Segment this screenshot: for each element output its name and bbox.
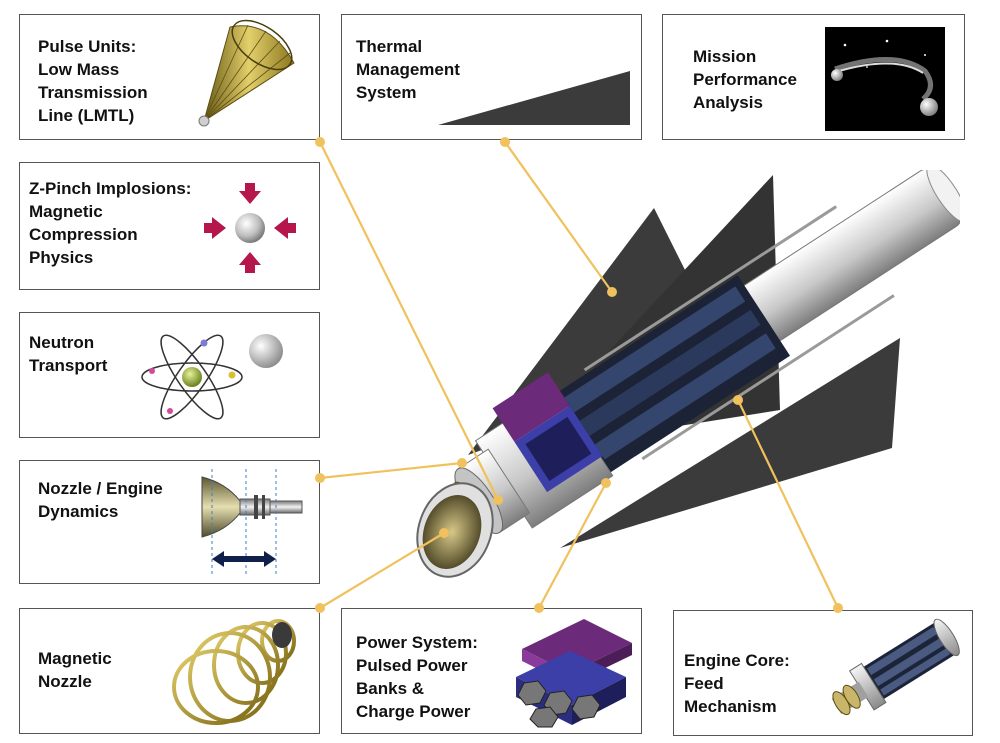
pulse-units-label: Pulse Units: Low Mass Transmission Line … bbox=[38, 37, 148, 125]
magnetic-nozzle-box: Magnetic Nozzle bbox=[19, 608, 320, 734]
orbit-trajectory-icon bbox=[825, 27, 945, 131]
magnetic-nozzle-label: Magnetic Nozzle bbox=[38, 649, 112, 691]
nozzle-dynamics-label: Nozzle / Engine Dynamics bbox=[38, 479, 163, 521]
zpinch-label: Z-Pinch Implosions: Magnetic Compression… bbox=[29, 179, 192, 267]
zpinch-box: Z-Pinch Implosions: Magnetic Compression… bbox=[19, 162, 320, 290]
engine-illustration bbox=[416, 170, 960, 578]
radiator-wedge-icon bbox=[438, 71, 630, 125]
thermal-management-box: Thermal Management System bbox=[341, 14, 642, 140]
engine-core-box: Engine Core: Feed Mechanism bbox=[673, 610, 973, 736]
neutron-transport-box: Neutron Transport bbox=[19, 312, 320, 438]
thermal-management-label: Thermal Management System bbox=[356, 37, 460, 102]
capacitor-bank-icon bbox=[516, 619, 632, 728]
mission-performance-box: Mission Performance Analysis bbox=[662, 14, 965, 140]
pulse-units-box: Pulse Units: Low Mass Transmission Line … bbox=[19, 14, 320, 140]
cone-icon bbox=[198, 19, 295, 127]
neutron-transport-label: Neutron Transport bbox=[29, 333, 108, 375]
mission-performance-label: Mission Performance Analysis bbox=[693, 47, 797, 112]
coil-icon bbox=[172, 619, 296, 725]
engine-core-label: Engine Core: Feed Mechanism bbox=[684, 651, 790, 716]
feed-cylinder-icon bbox=[831, 618, 960, 716]
compression-arrows-icon bbox=[204, 183, 296, 273]
nozzle-dynamics-box: Nozzle / Engine Dynamics bbox=[19, 460, 320, 584]
power-system-label: Power System: Pulsed Power Banks & Charg… bbox=[356, 633, 478, 721]
radiator-fin-right bbox=[560, 338, 900, 548]
atom-icon bbox=[141, 334, 283, 420]
nozzle-displacement-icon bbox=[201, 469, 303, 575]
power-system-box: Power System: Pulsed Power Banks & Charg… bbox=[341, 608, 642, 734]
